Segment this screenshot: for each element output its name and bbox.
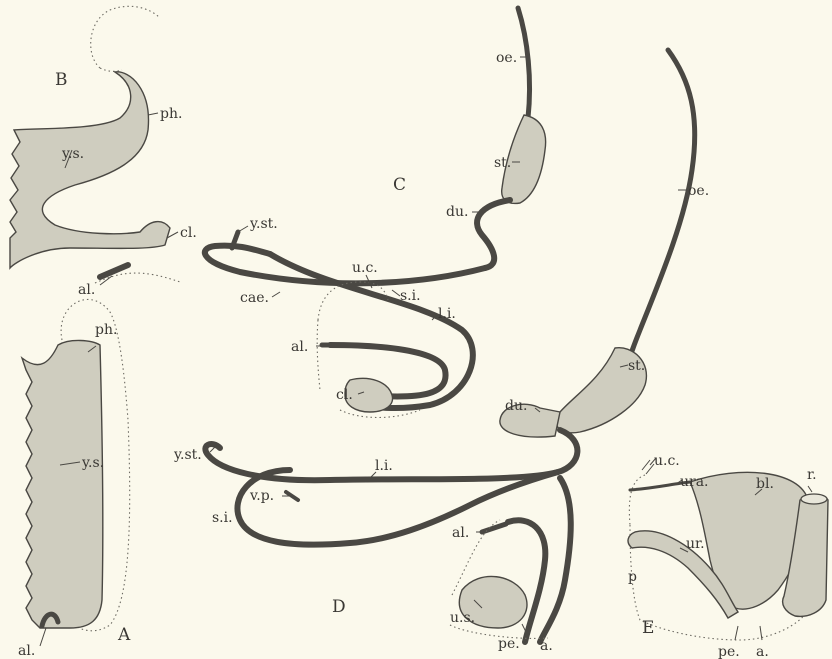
b-ph-label: ph. (160, 106, 182, 122)
c-yst-leader (238, 226, 248, 232)
b-cl-label: cl. (180, 225, 197, 241)
d-du-label: du. (505, 398, 527, 414)
figure-b-allantois (100, 265, 128, 277)
e-r-label: r. (807, 467, 817, 483)
d-pe-leader (522, 624, 526, 632)
figure-c-oesophagus (518, 8, 530, 118)
b-al-label: al. (78, 282, 95, 298)
figure-e: u.c. ura. bl. r. ur. p E pe. a. (628, 453, 828, 659)
e-uc-label: u.c. (654, 453, 680, 469)
figure-d-allantois (482, 524, 506, 532)
d-pe-label: pe. (498, 636, 520, 652)
e-a-leader (760, 626, 762, 640)
panel-d-label: D (332, 597, 346, 617)
figure-b: B ph. y.s. cl. al. (10, 6, 197, 298)
figure-b-neck-outline (100, 68, 122, 71)
a-ph-label: ph. (95, 322, 117, 338)
figure-c-duodenum (477, 200, 510, 268)
figure-a: ph. y.s. al. A (18, 299, 131, 659)
d-yst-label: y.st. (173, 447, 202, 463)
panel-b-label: B (55, 70, 68, 90)
a-al-label: al. (18, 643, 35, 659)
d-vp-label: v.p. (249, 488, 274, 504)
c-uc-label: u.c. (352, 260, 378, 276)
panel-c-label: C (393, 175, 406, 195)
a-ys-label: y.s. (81, 455, 104, 471)
c-yst-label: y.st. (249, 216, 278, 232)
figure-d: oe. st. du. y.st. l.i. v.p. s.i. al. D u… (173, 50, 709, 654)
c-si-label: s.i. (400, 288, 421, 304)
c-oe-label: oe. (496, 50, 517, 66)
c-li-label: l.i. (438, 306, 456, 322)
e-pe-label: pe. (718, 644, 740, 659)
d-a-label: a. (540, 638, 553, 654)
figure-c: C oe. st. du. y.st. u.c. s.i. cae. l.i. … (205, 8, 546, 418)
c-cae-leader (272, 292, 280, 297)
d-si-label: s.i. (212, 510, 233, 526)
figure-d-oesophagus (625, 50, 695, 378)
c-cl-label: cl. (336, 387, 353, 403)
e-ur-label: ur. (686, 536, 705, 552)
d-us-label: u.s. (450, 610, 475, 626)
d-oe-label: oe. (688, 183, 709, 199)
d-st-label: st. (628, 358, 645, 374)
e-p-label: p (628, 569, 637, 585)
e-ura-label: ura. (680, 474, 709, 490)
e-a-label: a. (756, 644, 769, 659)
c-st-label: st. (494, 155, 511, 171)
e-bl-label: bl. (756, 476, 774, 492)
d-al-label: al. (452, 525, 469, 541)
b-ys-label: y.s. (61, 146, 84, 162)
e-r-leader (808, 486, 812, 492)
figure-b-yolk-sac (10, 72, 170, 268)
c-cae-label: cae. (240, 290, 269, 306)
figure-a-yolk-sac (22, 340, 103, 628)
figure-b-ph-leader (148, 113, 158, 115)
panel-a-label: A (117, 625, 131, 645)
panel-e-label: E (642, 618, 654, 638)
c-du-label: du. (446, 204, 468, 220)
e-pe-leader (735, 626, 738, 640)
figure-e-rectum-opening (801, 494, 827, 504)
d-li-label: l.i. (375, 458, 393, 474)
figure-c-small-intestine (205, 246, 485, 284)
c-al-label: al. (291, 339, 308, 355)
figure-a-al-leader (40, 628, 46, 646)
figure-b-head-outline (91, 6, 160, 68)
c-si-leader (392, 290, 400, 296)
